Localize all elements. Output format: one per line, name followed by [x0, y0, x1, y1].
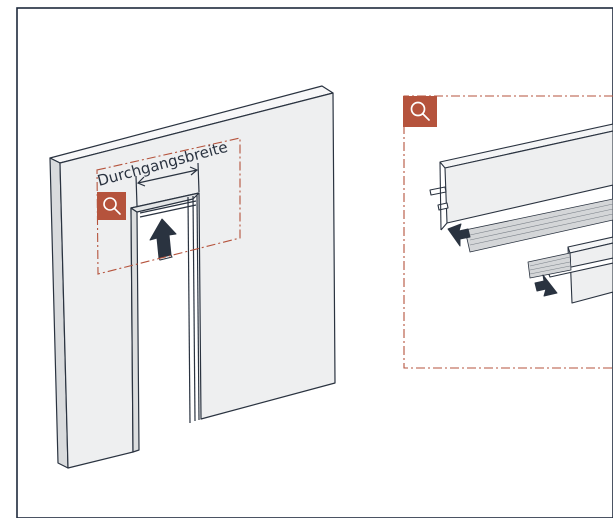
top-rail-line-1: [139, 200, 197, 214]
passage-width-dimension: [135, 162, 200, 207]
upper-insert-arrow: [447, 223, 471, 247]
door-frame-line-3: [196, 194, 200, 421]
top-rail-line-2: [139, 204, 197, 218]
wall: [49, 85, 336, 469]
upper-profile: [429, 123, 613, 253]
magnifier-icon: [410, 101, 430, 121]
magnifier-icon: [103, 197, 121, 215]
door-frame-line-1: [187, 196, 191, 424]
zoom-badge-left: [97, 192, 126, 220]
detail-box-left: [96, 137, 241, 275]
lower-insert-arrow: [534, 274, 558, 297]
zoom-badge-right: [403, 96, 437, 127]
door-jamb-left: [130, 207, 140, 453]
lower-profile: [527, 236, 613, 304]
detail-box-right: [403, 95, 613, 369]
door-frame-line-2: [192, 195, 196, 422]
